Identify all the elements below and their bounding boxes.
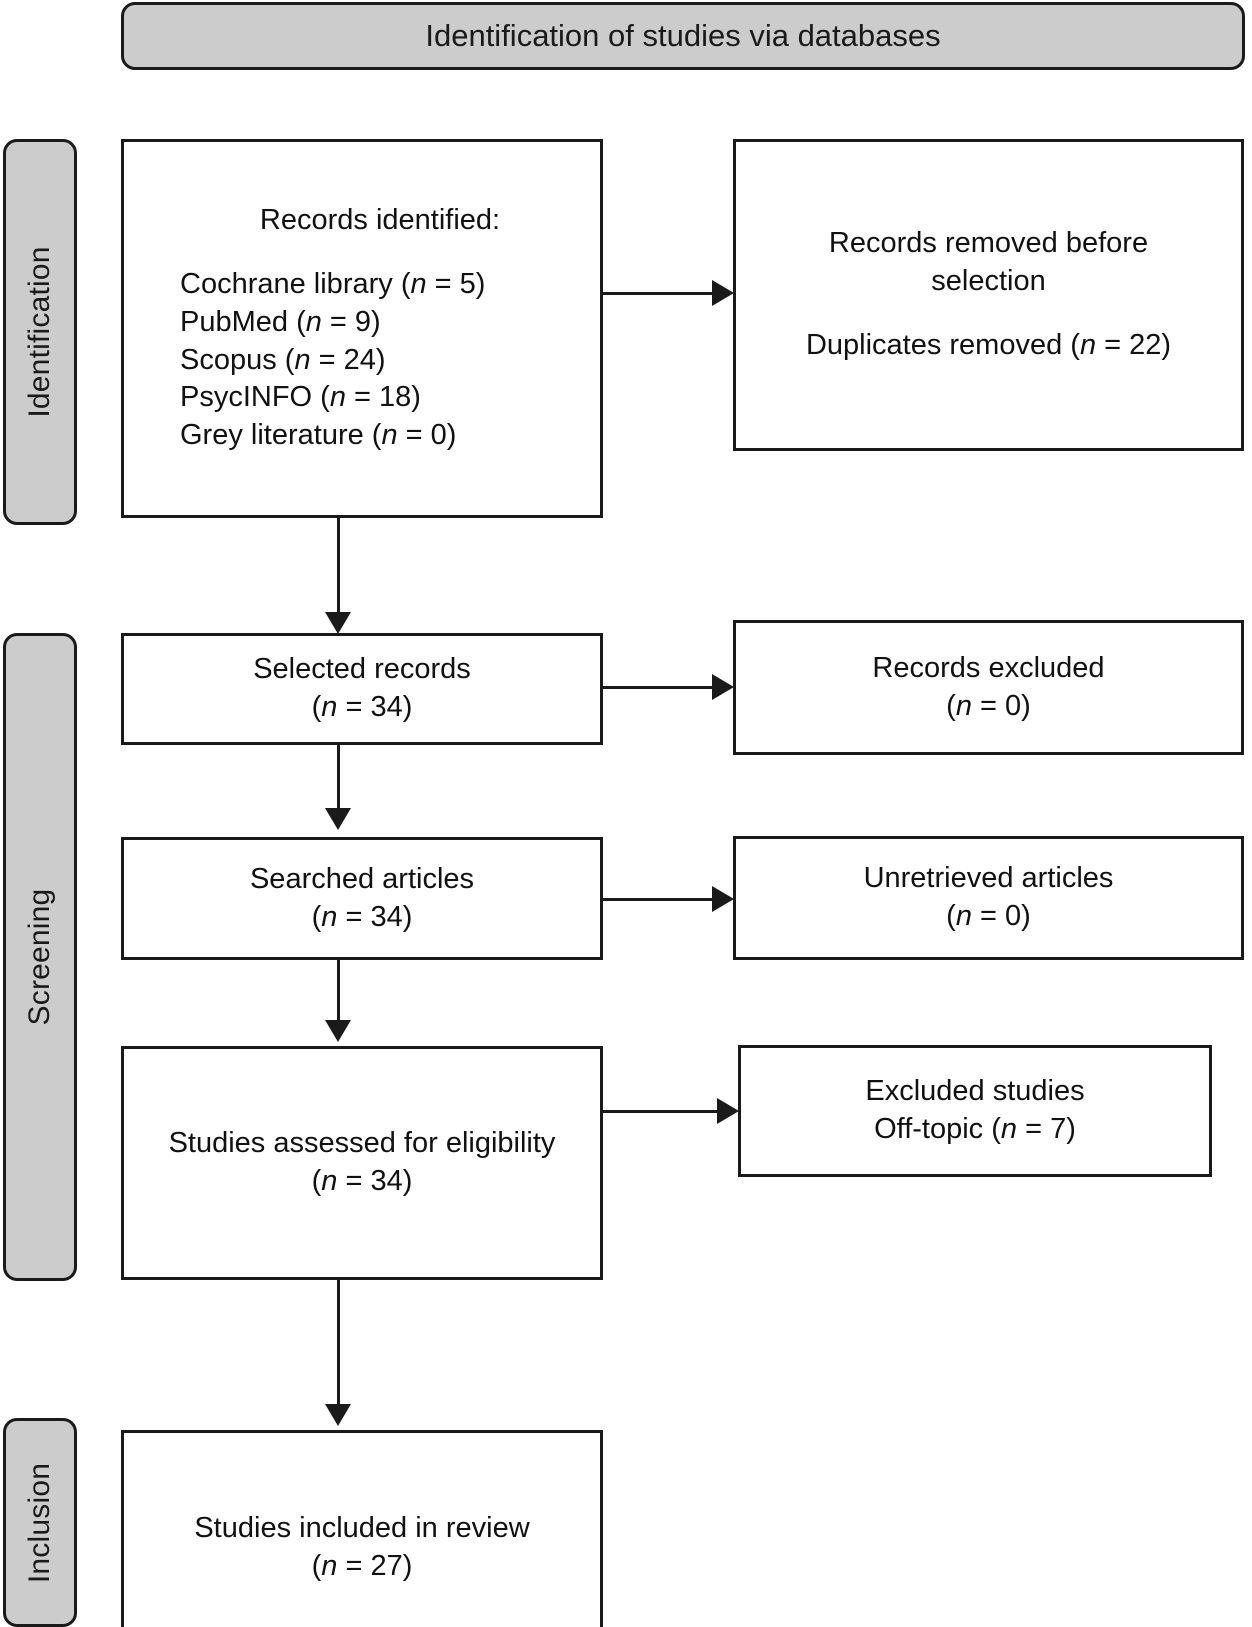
- unretrieved-articles-line-2: (n = 0): [946, 900, 1031, 932]
- studies-included-line-2: (n = 27): [311, 1550, 413, 1582]
- arrowhead-assessed-to-included: [325, 1404, 351, 1426]
- node-selected-records: Selected records (n = 34): [121, 633, 603, 745]
- selected-records-line-1: Selected records: [253, 653, 471, 686]
- arrowhead-assessed-to-excluded: [717, 1098, 739, 1124]
- records-identified-source-grey: Grey literature (n = 0): [180, 418, 457, 451]
- stage-sidebar-inclusion: Inclusion: [3, 1418, 77, 1627]
- connector-searched-to-unretrieved: [603, 898, 715, 901]
- node-unretrieved-articles: Unretrieved articles (n = 0): [733, 836, 1244, 960]
- connector-identified-to-selected: [337, 518, 340, 618]
- stage-label-inclusion: Inclusion: [23, 1462, 56, 1583]
- records-excluded-line-1: Records excluded: [872, 651, 1105, 684]
- diagram-header-banner: Identification of studies via databases: [121, 2, 1245, 70]
- unretrieved-articles-line-1: Unretrieved articles: [863, 862, 1114, 895]
- arrowhead-searched-to-unretrieved: [712, 886, 734, 912]
- stage-sidebar-identification: Identification: [3, 139, 77, 525]
- connector-assessed-to-included: [337, 1280, 340, 1408]
- node-records-identified: Records identified: Cochrane library (n …: [121, 139, 603, 518]
- arrowhead-identified-to-selected: [325, 612, 351, 634]
- studies-assessed-line-1: Studies assessed for eligibility: [168, 1127, 556, 1160]
- connector-selected-to-searched: [337, 745, 340, 813]
- stage-sidebar-screening: Screening: [3, 633, 77, 1281]
- records-removed-duplicates: Duplicates removed (n = 22): [805, 328, 1172, 361]
- excluded-studies-line-2: Off-topic (n = 7): [874, 1113, 1076, 1145]
- node-studies-assessed: Studies assessed for eligibility (n = 34…: [121, 1046, 603, 1280]
- node-studies-included: Studies included in review (n = 27): [121, 1430, 603, 1627]
- connector-searched-to-assessed: [337, 960, 340, 1022]
- studies-assessed-line-2: (n = 34): [311, 1165, 413, 1197]
- connector-identified-to-removed: [603, 292, 715, 295]
- node-records-removed: Records removed before selection Duplica…: [733, 139, 1244, 451]
- connector-assessed-to-excluded: [603, 1110, 720, 1113]
- searched-articles-line-1: Searched articles: [249, 862, 475, 895]
- arrowhead-identified-to-removed: [712, 280, 734, 306]
- node-searched-articles: Searched articles (n = 34): [121, 837, 603, 960]
- node-excluded-studies: Excluded studies Off-topic (n = 7): [738, 1045, 1212, 1177]
- excluded-studies-line-1: Excluded studies: [865, 1075, 1085, 1108]
- records-identified-source-cochrane: Cochrane library (n = 5): [180, 268, 486, 301]
- records-removed-line-1: Records removed before: [828, 227, 1149, 260]
- records-removed-line-2: selection: [931, 265, 1046, 298]
- stage-label-identification: Identification: [23, 246, 56, 418]
- diagram-title: Identification of studies via databases: [425, 18, 941, 53]
- records-identified-source-psycinfo: PsycINFO (n = 18): [180, 381, 421, 414]
- selected-records-line-2: (n = 34): [311, 691, 413, 723]
- arrowhead-selected-to-excluded: [712, 674, 734, 700]
- arrowhead-searched-to-assessed: [325, 1020, 351, 1042]
- node-records-excluded: Records excluded (n = 0): [733, 620, 1244, 755]
- connector-selected-to-excluded: [603, 686, 715, 689]
- searched-articles-line-2: (n = 34): [311, 900, 413, 933]
- studies-included-line-1: Studies included in review: [194, 1512, 530, 1545]
- arrowhead-selected-to-searched: [325, 808, 351, 830]
- records-identified-source-scopus: Scopus (n = 24): [180, 343, 386, 376]
- stage-label-screening: Screening: [23, 888, 56, 1026]
- records-identified-heading: Records identified:: [259, 204, 501, 237]
- records-excluded-line-2: (n = 0): [946, 689, 1031, 722]
- records-identified-source-pubmed: PubMed (n = 9): [180, 305, 381, 338]
